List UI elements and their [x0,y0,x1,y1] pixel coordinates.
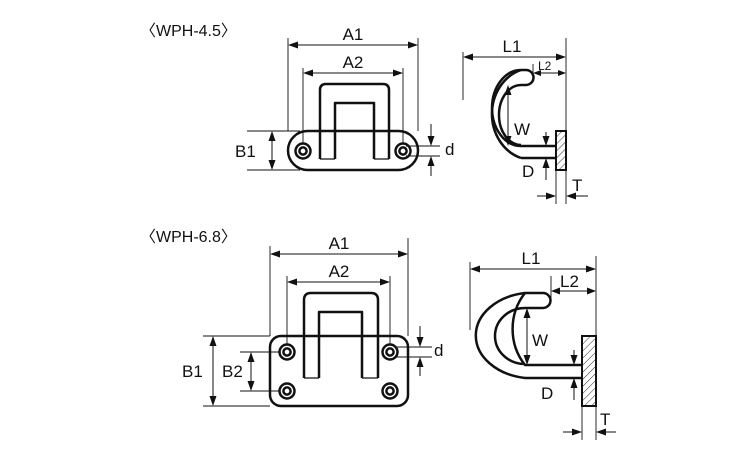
dimension-a2: A2 [286,262,391,344]
front-view-wph-6-8: A1 A2 B1 [182,234,443,408]
label-a1: A1 [329,234,350,253]
label-t: T [600,410,610,429]
label-b1: B1 [182,362,203,381]
label-d: d [434,341,443,360]
label-t: T [572,176,582,195]
label-l1: L1 [522,249,541,268]
hook-wire-outer [318,82,391,159]
label-d-wire: D [522,162,534,181]
mounting-hole-right [394,142,412,160]
side-view-wph-6-8: L1 L2 W D [469,249,616,440]
label-a1: A1 [343,25,364,44]
mounting-hole-top-right [381,343,399,361]
label-w: W [514,120,530,139]
dimension-b2: B2 [222,351,280,392]
hook-side-outer [493,291,582,367]
label-l2: L2 [538,59,552,73]
dimension-t: T [563,406,616,440]
base-plate [268,334,410,408]
dimension-w: W [504,85,530,146]
dimension-d-wire: D [541,350,578,403]
dimension-d: d [394,326,443,376]
label-b1: B1 [235,142,256,161]
base-plate [286,129,420,172]
hook-wire-inner [317,310,364,378]
figure-wph-4-5: 〈WPH-4.5〉 [140,23,588,204]
mounting-hole-bottom-left [278,382,296,400]
model-label-wph-4-5: 〈WPH-4.5〉 [140,23,237,40]
dimension-t: T [537,170,588,204]
dimension-l2: L2 [550,272,596,298]
dimension-w: W [523,308,548,365]
dimension-l1: L1 [469,249,597,336]
hook-wire-inner [333,101,376,159]
figure-wph-6-8: 〈WPH-6.8〉 [140,229,616,440]
front-view-wph-4-5: A1 A2 B1 [235,25,454,176]
side-view-wph-4-5: L1 L2 W D [462,37,588,204]
dimension-l2: L2 [532,59,566,78]
mounting-hole-bottom-right [381,382,399,400]
dimension-d: d [406,124,454,176]
label-b2: B2 [222,362,243,381]
hook-wire-outer [302,291,380,378]
dimension-d-wire: D [522,132,550,181]
label-a2: A2 [343,53,364,72]
mounting-hole-top-left [278,343,296,361]
side-base-plate [581,335,597,407]
dimension-a2: A2 [302,53,404,143]
dimension-l1: L1 [462,37,567,131]
label-w: W [532,331,548,350]
label-d: d [445,140,454,159]
dimension-a1: A1 [269,234,409,336]
label-l2: L2 [560,272,579,291]
label-l1: L1 [503,37,522,56]
label-d-wire: D [541,384,553,403]
mounting-hole-left [294,142,312,160]
model-label-wph-6-8: 〈WPH-6.8〉 [140,229,237,246]
dimension-b1: B1 [235,130,300,171]
side-base-plate [555,130,567,171]
label-a2: A2 [329,262,350,281]
hook-side-outer [490,68,556,148]
dimension-b1: B1 [182,335,270,407]
dimension-a1: A1 [287,25,419,131]
